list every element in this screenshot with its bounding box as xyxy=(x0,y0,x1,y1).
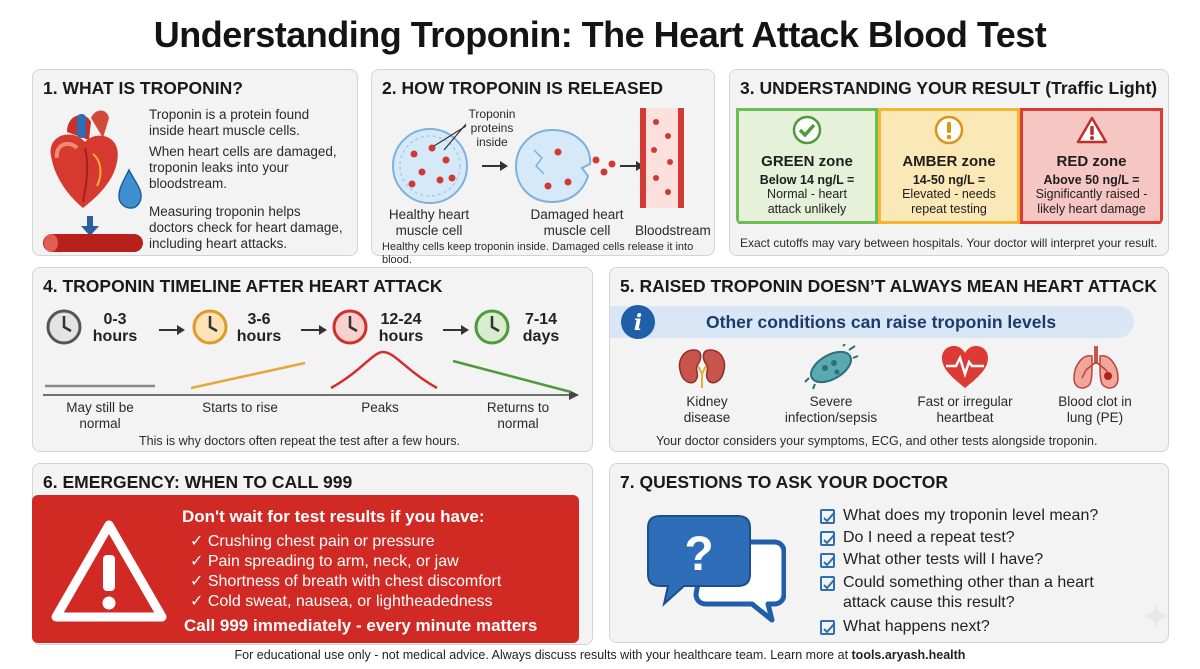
symptom-item: ✓ Cold sweat, nausea, or lightheadedness xyxy=(190,593,493,610)
svg-text:?: ? xyxy=(684,528,713,581)
amber-zone: AMBER zone 14-50 ng/L = Elevated - needs… xyxy=(878,108,1020,224)
stage-label: Returns to normal xyxy=(486,400,550,431)
stage-label: May still be normal xyxy=(66,400,134,431)
panel-how-released: 2. HOW TROPONIN IS RELEASED xyxy=(371,69,715,266)
checkbox-icon xyxy=(820,620,835,635)
bacteria-icon xyxy=(803,344,859,390)
info-banner: i Other conditions can raise troponin le… xyxy=(610,304,1134,340)
damaged-cell-label: Damaged heart muscle cell xyxy=(530,207,624,238)
timeline-graph xyxy=(33,308,594,408)
stage-time: 3-6 hours xyxy=(236,311,282,345)
checkbox-icon xyxy=(820,553,835,568)
panel-title: 2. HOW TROPONIN IS RELEASED xyxy=(382,78,663,98)
stage-time: 12-24 hours xyxy=(378,311,424,345)
footer-disclaimer: For educational use only - not medical a… xyxy=(234,648,966,662)
checkbox-icon xyxy=(820,576,835,591)
stage-time: 0-3 hours xyxy=(92,311,138,345)
kidney-icon xyxy=(676,346,728,390)
panel-title: 7. QUESTIONS TO ASK YOUR DOCTOR xyxy=(620,472,949,492)
heartbeat-icon xyxy=(940,344,990,390)
panel-other-conditions: 5. RAISED TROPONIN DOESN’T ALWAYS MEAN H… xyxy=(609,267,1169,452)
bloodstream-label: Bloodstream xyxy=(635,223,711,238)
page-title: Understanding Troponin: The Heart Attack… xyxy=(153,14,1047,55)
stage-label: Starts to rise xyxy=(202,400,278,415)
footer-link[interactable]: tools.aryash.health xyxy=(851,648,966,662)
heart-blood-icon xyxy=(37,104,147,252)
panel-title: 4. TROPONIN TIMELINE AFTER HEART ATTACK xyxy=(43,276,443,296)
symptom-item: ✓ Crushing chest pain or pressure xyxy=(190,533,435,550)
svg-text:i: i xyxy=(634,310,642,336)
question-item: What other tests will I have? xyxy=(820,550,1043,570)
emergency-heading: Don't wait for test results if you have: xyxy=(182,507,485,526)
lungs-icon xyxy=(1070,344,1122,392)
stage-time: 7-14 days xyxy=(522,311,560,345)
check-icon xyxy=(792,115,822,145)
troponin-leak-text: When heart cells are damaged, troponin l… xyxy=(149,144,337,191)
panel-traffic-light: 3. UNDERSTANDING YOUR RESULT (Traffic Li… xyxy=(729,69,1169,256)
question-item: What happens next? xyxy=(820,617,990,637)
troponin-proteins-label: Troponin proteins inside xyxy=(468,107,516,149)
conditions-caption: Your doctor considers your symptoms, ECG… xyxy=(656,434,1098,448)
clock-icon xyxy=(331,308,369,346)
exclamation-icon xyxy=(934,115,964,145)
checkbox-icon xyxy=(820,509,835,524)
question-item: Could something other than a heart attac… xyxy=(820,573,1094,613)
panel-title: 3. UNDERSTANDING YOUR RESULT (Traffic Li… xyxy=(740,78,1158,98)
banner-text: Other conditions can raise troponin leve… xyxy=(706,312,1057,332)
traffic-light-scale: GREEN zone Below 14 ng/L = Normal - hear… xyxy=(736,86,1163,226)
panel-timeline: 4. TROPONIN TIMELINE AFTER HEART ATTACK … xyxy=(32,267,593,452)
cell-release-diagram xyxy=(382,100,712,220)
clock-icon xyxy=(191,308,229,346)
emergency-box: Don't wait for test results if you have:… xyxy=(32,495,579,643)
troponin-measure-text: Measuring troponin helps doctors check f… xyxy=(149,204,343,251)
info-icon: i xyxy=(620,304,656,340)
condition-label: Kidney disease xyxy=(683,394,731,425)
clock-icon xyxy=(473,308,511,346)
release-caption: Healthy cells keep troponin inside. Dama… xyxy=(382,241,694,266)
warning-icon xyxy=(50,519,168,623)
symptom-item: ✓ Pain spreading to arm, neck, or jaw xyxy=(190,553,459,570)
panel-what-is-troponin: 1. WHAT IS TROPONIN? Troponin is a prote… xyxy=(32,69,358,256)
panel-questions: 7. QUESTIONS TO ASK YOUR DOCTOR ? xyxy=(609,463,1169,643)
call-999-text: Call 999 immediately - every minute matt… xyxy=(184,616,538,635)
condition-label: Severe infection/sepsis xyxy=(784,394,878,425)
troponin-definition: Troponin is a protein found inside heart… xyxy=(149,107,310,138)
warning-icon xyxy=(1076,115,1108,145)
healthy-cell-label: Healthy heart muscle cell xyxy=(388,207,470,238)
clock-icon xyxy=(45,308,83,346)
panel-title: 5. RAISED TROPONIN DOESN’T ALWAYS MEAN H… xyxy=(620,276,1158,296)
condition-label: Blood clot in lung (PE) xyxy=(1058,394,1132,425)
checkbox-icon xyxy=(820,531,835,546)
green-zone: GREEN zone Below 14 ng/L = Normal - hear… xyxy=(736,108,878,224)
condition-label: Fast or irregular heartbeat xyxy=(917,394,1013,425)
question-item: Do I need a repeat test? xyxy=(820,528,1015,548)
speech-bubbles-icon: ? xyxy=(646,512,786,624)
symptom-item: ✓ Shortness of breath with chest discomf… xyxy=(190,573,502,590)
red-zone: RED zone Above 50 ng/L = Significantly r… xyxy=(1020,108,1163,224)
timeline-caption: This is why doctors often repeat the tes… xyxy=(139,434,460,448)
sparkle-icon xyxy=(1142,602,1170,630)
cutoff-note: Exact cutoffs may vary between hospitals… xyxy=(740,236,1158,250)
panel-title: 1. WHAT IS TROPONIN? xyxy=(43,78,243,98)
question-item: What does my troponin level mean? xyxy=(820,506,1098,526)
stage-label: Peaks xyxy=(361,400,399,415)
panel-title: 6. EMERGENCY: WHEN TO CALL 999 xyxy=(43,472,353,492)
